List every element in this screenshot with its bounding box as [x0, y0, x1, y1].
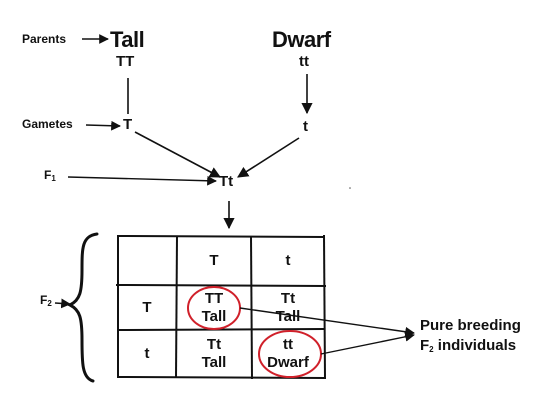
dwarf-parent-phenotype: Dwarf: [272, 27, 331, 52]
punnett-cell-TT: TT Tall: [177, 286, 251, 330]
punnett-col-header: T: [209, 252, 219, 269]
gametes-label: Gametes: [22, 117, 73, 131]
f1-pointer-arrow: [67, 175, 217, 186]
cell-genotype: TT: [204, 290, 224, 307]
tall-parent-phenotype: Tall: [110, 27, 145, 52]
pure-breeding-note: Pure breeding F2 individuals: [420, 316, 521, 360]
cell-genotype: Tt: [280, 290, 296, 307]
punnett-cell-Tt-lower: Tt Tall: [177, 330, 251, 377]
cell-genotype: Tt: [206, 335, 222, 353]
note-line-2: F2 individuals: [420, 337, 517, 354]
gametes-pointer-arrow: [85, 120, 121, 131]
stray-dot: [349, 187, 351, 189]
f1-label: F1: [44, 168, 56, 183]
tall-gamete: T: [123, 116, 133, 133]
f2-label: F2: [40, 293, 52, 308]
punnett-cell-tt: tt Dwarf: [252, 330, 324, 377]
gamete-T-to-f1-arrow: [134, 131, 221, 178]
cell-phenotype: Tall: [201, 308, 227, 325]
pure-tall-to-note-arrow: [239, 307, 415, 337]
punnett-row-header: T: [142, 299, 152, 316]
dwarf-parent-genotype: tt: [299, 53, 309, 70]
cell-genotype: tt: [283, 335, 293, 353]
cell-phenotype: Dwarf: [267, 353, 309, 371]
cell-phenotype: Tall: [275, 308, 301, 325]
punnett-row-header: t: [144, 344, 150, 362]
f1-genotype: Tt: [219, 173, 234, 190]
parents-label: Parents: [22, 32, 67, 46]
tall-parent-genotype: TT: [116, 53, 135, 70]
pure-dwarf-to-note-arrow: [320, 331, 415, 355]
f2-curly-brace: [66, 232, 99, 383]
punnett-square-grid: [115, 234, 327, 380]
cell-phenotype: Tall: [201, 353, 227, 371]
dwarf-gamete: t: [303, 118, 308, 135]
punnett-col-header: t: [285, 252, 291, 269]
note-line-1: Pure breeding: [420, 317, 521, 334]
punnett-cell-Tt-upper: Tt Tall: [252, 286, 324, 330]
gamete-t-to-f1-arrow: [237, 137, 300, 178]
f2-pointer-arrow: [54, 298, 71, 309]
